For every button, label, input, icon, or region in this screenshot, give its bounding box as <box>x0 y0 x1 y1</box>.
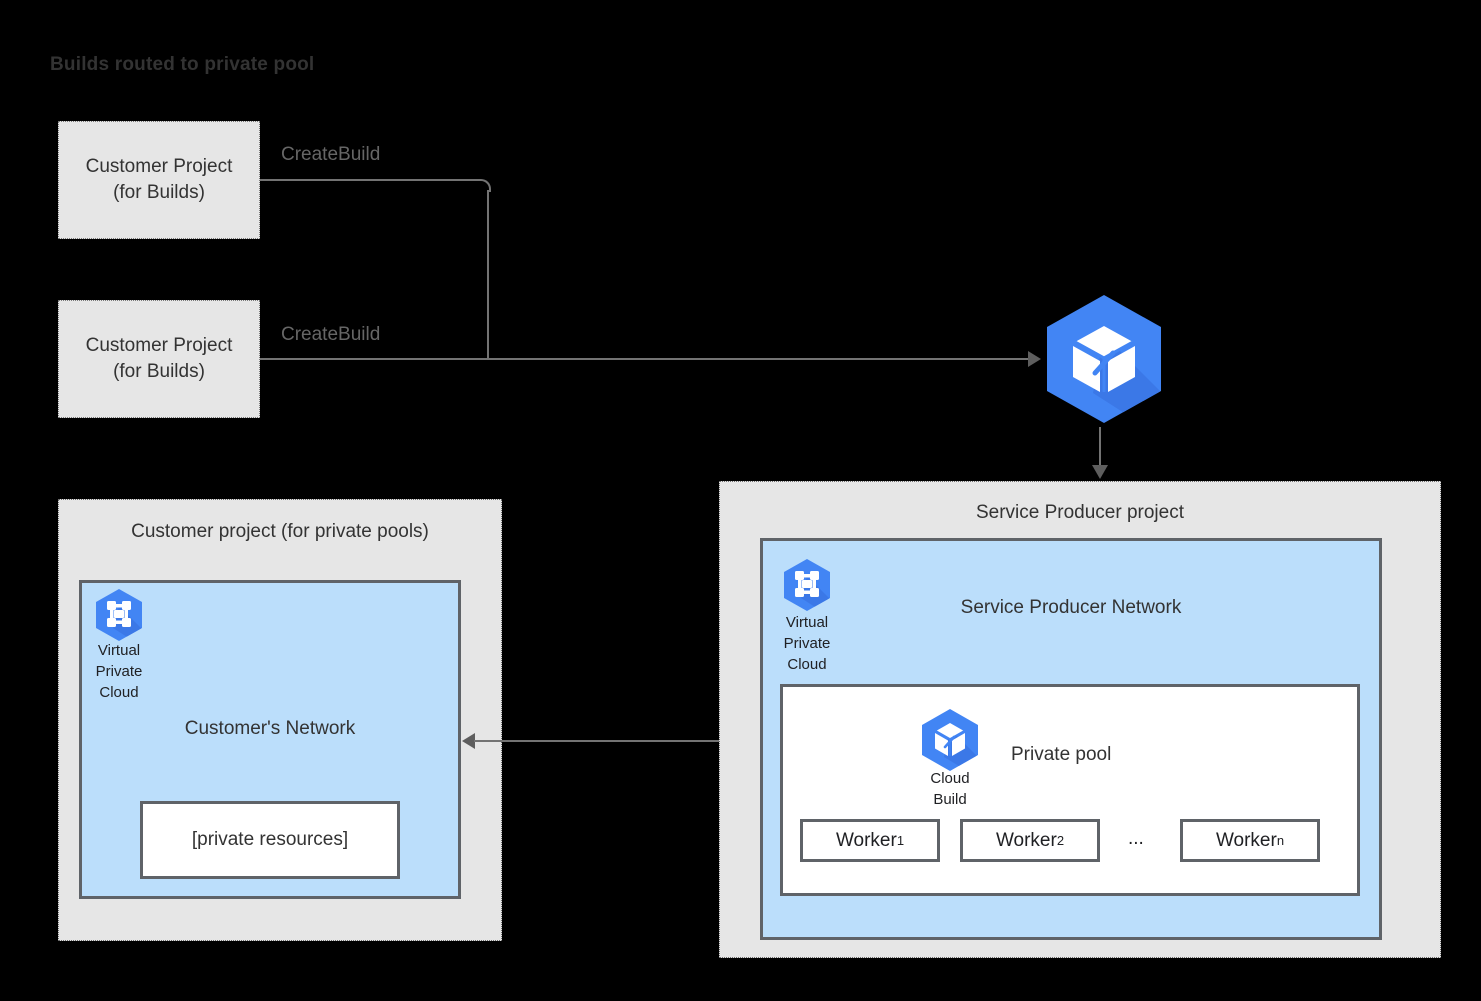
cloud-build-caption-line2: Build <box>933 791 967 808</box>
vpc-caption-customer-line1: Virtual <box>97 642 141 659</box>
worker-n-sub: n <box>1276 833 1285 848</box>
customer-project-builds-2-line1: Customer Project <box>85 335 233 356</box>
worker-1-sub: 1 <box>896 833 905 848</box>
network-peering-connector <box>474 740 749 742</box>
connector-build1-corner <box>478 179 491 192</box>
connector-cloudbuild-to-producer <box>1099 427 1101 467</box>
vpc-caption-producer-line2: Private <box>783 635 831 652</box>
service-producer-project-title: Service Producer project <box>975 502 1185 523</box>
connector-build2-horizontal <box>260 358 1030 360</box>
service-producer-network-title: Service Producer Network <box>960 597 1182 618</box>
arrow-to-cloud-build-icon <box>1028 351 1041 367</box>
vpc-caption-producer: Virtual Private Cloud <box>772 612 842 675</box>
worker-2-label: Worker <box>995 829 1057 851</box>
vpc-caption-customer-line3: Cloud <box>99 684 139 701</box>
vpc-caption-producer-line1: Virtual <box>785 614 829 631</box>
worker-n-label: Worker <box>1215 829 1277 851</box>
vpc-caption-producer-line3: Cloud <box>787 656 827 673</box>
customer-project-builds-1-line2: (for Builds) <box>113 182 205 203</box>
vpc-caption-customer-line2: Private <box>95 663 143 680</box>
private-resources-box[interactable]: [private resources] <box>140 801 400 879</box>
connector-build1-horizontal <box>260 179 478 181</box>
create-build-label-2: CreateBuild <box>281 324 381 345</box>
arrow-head-left-peering <box>462 733 475 749</box>
customer-project-builds-box-2[interactable]: Customer Project (for Builds) <box>58 300 260 418</box>
cloud-build-service-icon <box>1043 293 1165 425</box>
private-pool-title: Private pool <box>1011 744 1112 765</box>
customer-project-builds-box-1[interactable]: Customer Project (for Builds) <box>58 121 260 239</box>
cloud-build-caption: Cloud Build <box>915 768 985 810</box>
cloud-build-icon <box>920 708 980 772</box>
customer-private-pools-title: Customer project (for private pools) <box>131 521 429 542</box>
worker-1-label: Worker <box>835 829 897 851</box>
private-pool-box[interactable] <box>780 684 1360 896</box>
cloud-build-caption-line1: Cloud <box>930 770 970 787</box>
workers-ellipsis: ... <box>1128 828 1144 849</box>
arrow-to-service-producer-project <box>1092 465 1108 479</box>
page-title: Builds routed to private pool <box>50 54 315 75</box>
virtual-private-cloud-icon <box>782 558 832 612</box>
customers-network-title: Customer's Network <box>184 718 356 739</box>
create-build-label-1: CreateBuild <box>281 144 381 165</box>
vpc-caption-customer: Virtual Private Cloud <box>84 640 154 703</box>
connector-build1-vertical <box>487 190 489 359</box>
worker-2-sub: 2 <box>1056 833 1065 848</box>
customer-project-builds-1-line1: Customer Project <box>85 156 233 177</box>
virtual-private-cloud-icon <box>94 588 144 642</box>
customer-project-builds-2-line2: (for Builds) <box>113 361 205 382</box>
